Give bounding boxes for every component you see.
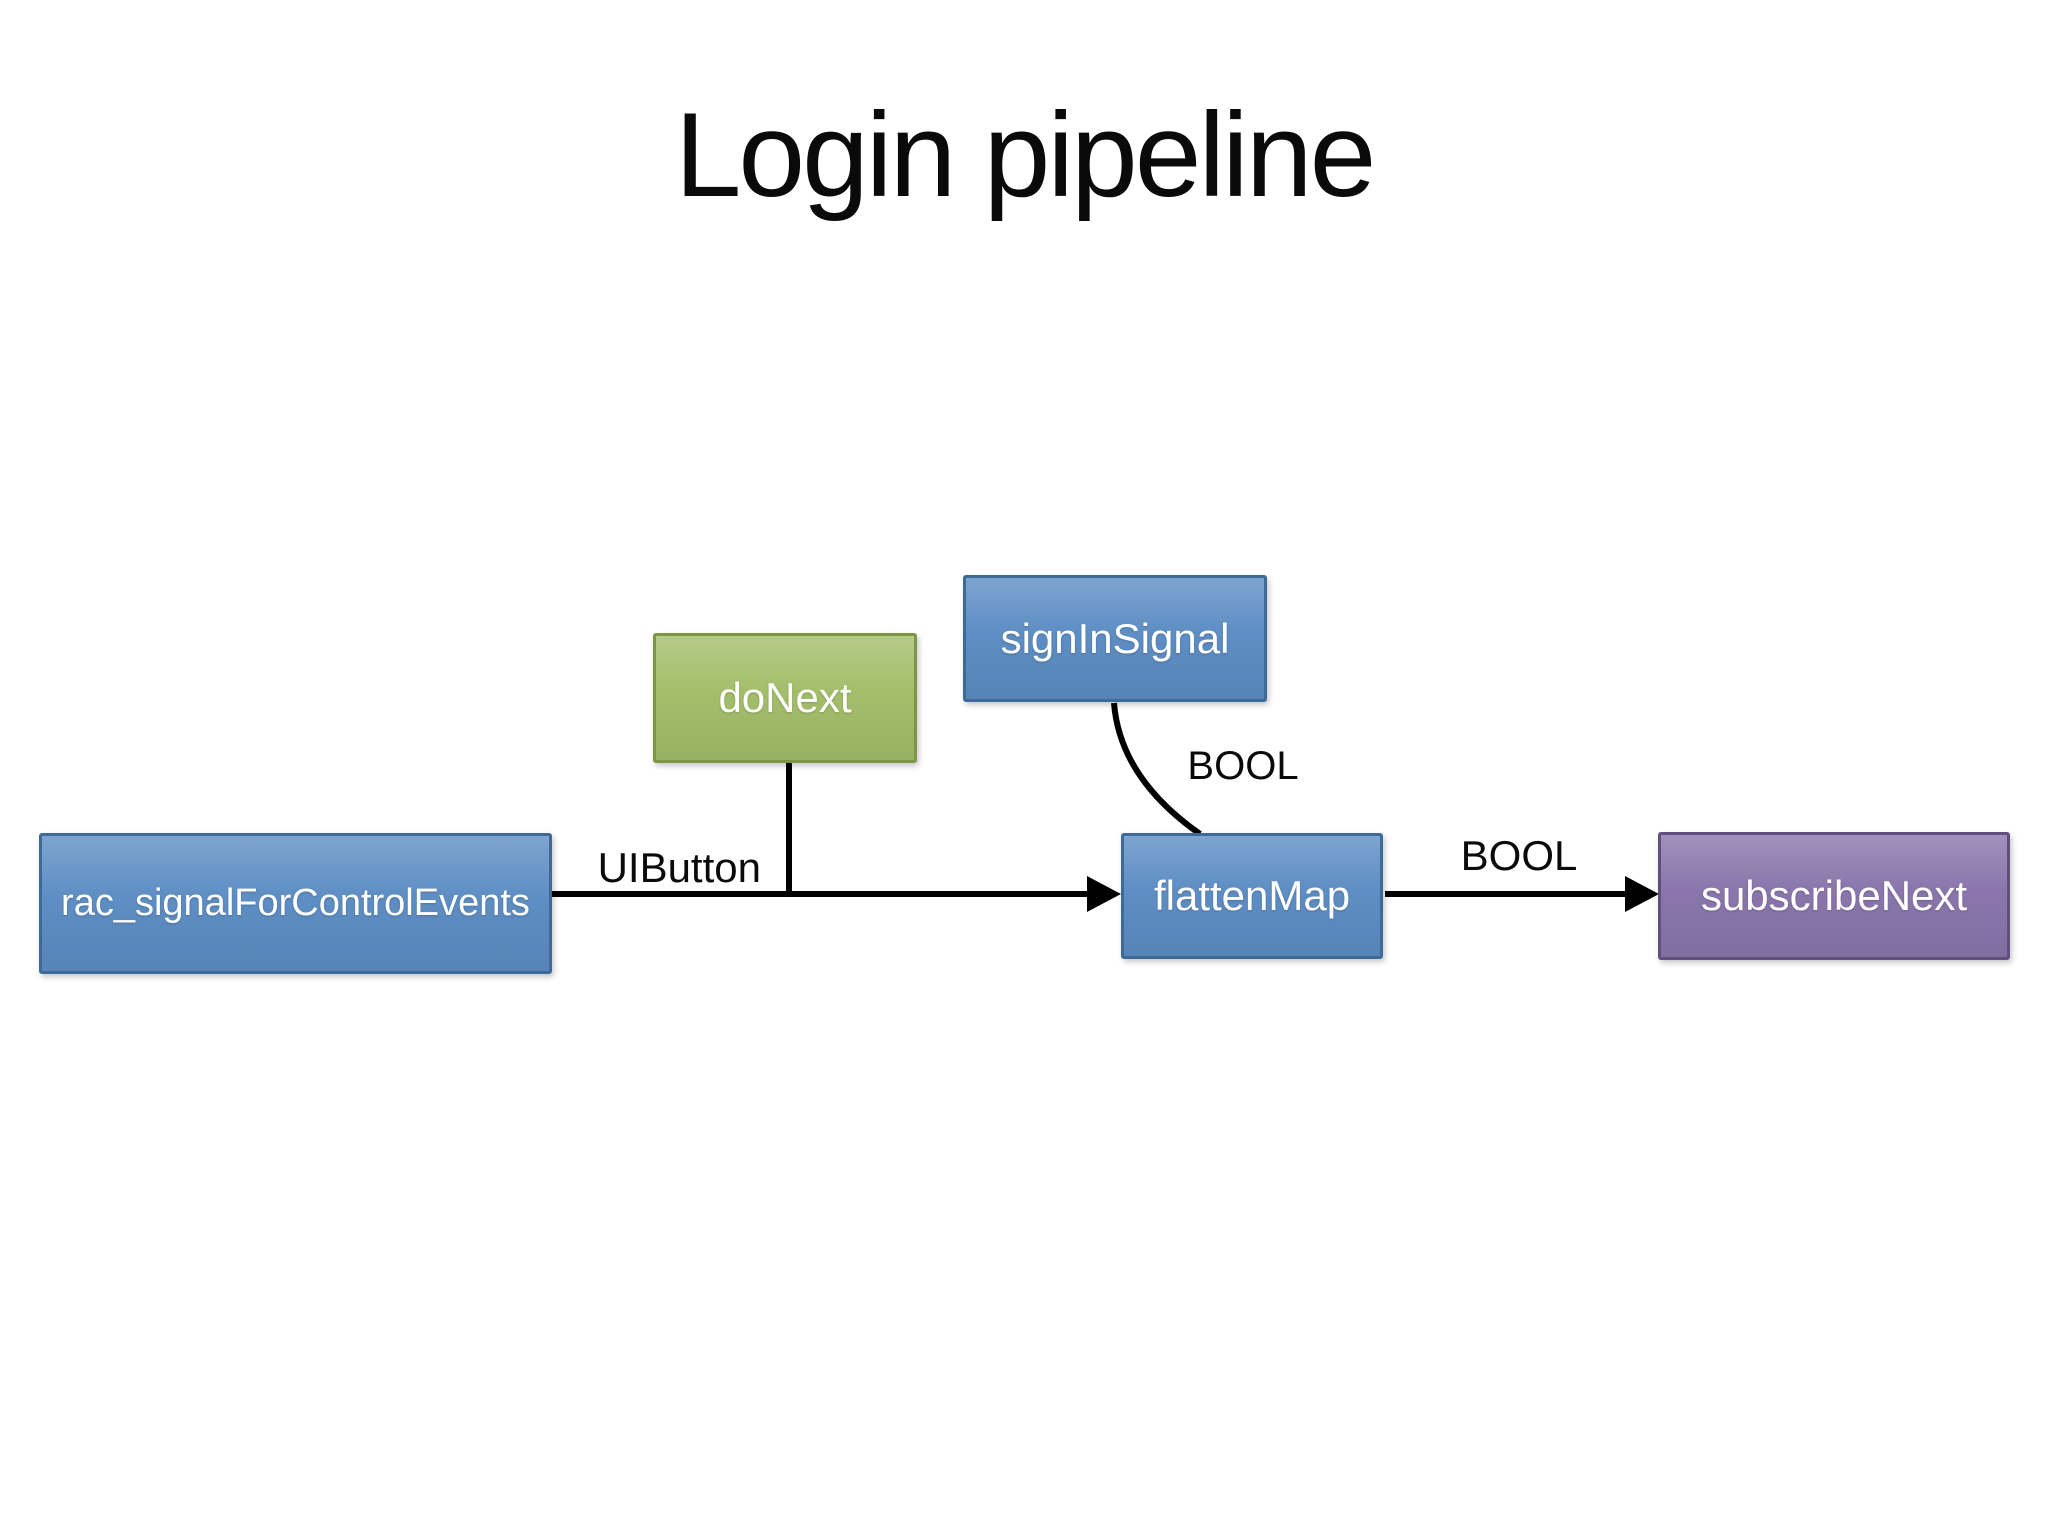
node-label: signInSignal <box>1000 614 1230 662</box>
node-subscribenext: subscribeNext <box>1658 832 2010 960</box>
node-flattenmap: flattenMap <box>1121 833 1383 959</box>
node-rac-signalforcontrolevents: rac_signalForControlEvents <box>39 833 552 974</box>
node-donext: doNext <box>653 633 917 763</box>
arrowhead-flattenmap-icon <box>1087 876 1121 912</box>
edge-label-uibutton: UIButton <box>597 844 761 891</box>
edge-signinsignal-to-flattenmap <box>1111 702 1202 837</box>
slide-title: Login pipeline <box>674 88 1377 222</box>
arrowhead-subscribenext-icon <box>1625 876 1659 912</box>
node-signinsignal: signInSignal <box>963 575 1267 702</box>
edge-label-bool-subscribenext: BOOL <box>1460 832 1578 879</box>
node-label: flattenMap <box>1153 872 1351 919</box>
edge-label-bool-signinsignal: BOOL <box>1187 744 1299 788</box>
node-label: rac_signalForControlEvents <box>61 882 530 924</box>
node-label: subscribeNext <box>1700 872 1968 919</box>
node-label: doNext <box>718 674 852 721</box>
